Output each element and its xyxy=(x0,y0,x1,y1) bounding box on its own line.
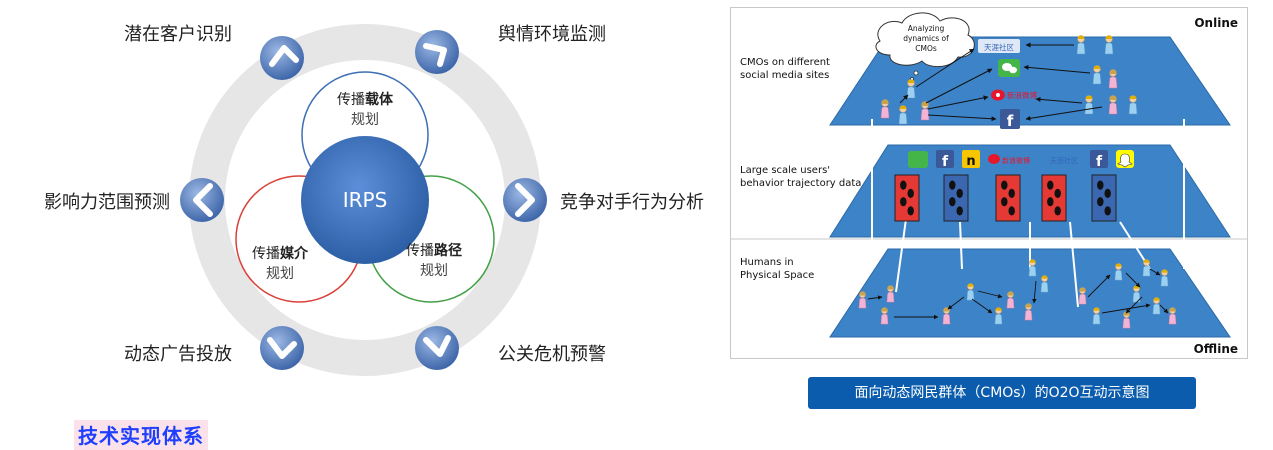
carrier-title-bold: 载体 xyxy=(365,91,394,108)
svg-text:f: f xyxy=(1007,112,1014,130)
section-title: 技术实现体系 xyxy=(74,420,208,450)
path-title-normal: 传播 xyxy=(406,243,434,259)
svg-text:天涯社区: 天涯社区 xyxy=(1050,156,1078,165)
chevron-node-right xyxy=(503,178,547,222)
svg-text:f: f xyxy=(942,154,949,170)
svg-text:传播路径: 传播路径 xyxy=(406,242,462,259)
center-label: IRPS xyxy=(343,188,388,212)
svg-text:CMOs on different social: CMOs on different social media sites xyxy=(740,57,833,81)
svg-text:新浪微博: 新浪微博 xyxy=(1002,156,1030,165)
svg-text:传播载体: 传播载体 xyxy=(337,91,394,108)
function-label-2: 舆情环境监测 xyxy=(498,24,606,45)
svg-text:传播媒介: 传播媒介 xyxy=(252,245,309,262)
chevron-left-icon xyxy=(193,183,213,217)
media-title-normal: 传播 xyxy=(252,246,280,262)
svg-text:f: f xyxy=(1096,154,1103,170)
wechat-icon xyxy=(998,59,1020,77)
diagram-caption: 面向动态网民群体（CMOs）的O2O互动示意图 xyxy=(808,377,1196,409)
facebook-icon xyxy=(1090,150,1108,168)
svg-text:n: n xyxy=(966,154,975,169)
carrier-title-normal: 传播 xyxy=(337,92,365,108)
svg-text:新浪微博: 新浪微博 xyxy=(1007,90,1037,100)
center-irps-circle xyxy=(301,136,429,264)
carrier-sub: 规划 xyxy=(351,112,379,128)
path-title-bold: 路径 xyxy=(434,242,462,259)
svg-text:Large scale users' behav: Large scale users' behavior trajectory d… xyxy=(740,165,861,189)
layer-bottom-label-2: Physical Space xyxy=(740,270,814,281)
chevron-icon xyxy=(423,335,451,357)
offline-label: Offline xyxy=(1194,342,1238,356)
function-label-1: 潜在客户识别 xyxy=(124,24,232,45)
tianya-badge: 天涯社区 xyxy=(978,39,1020,53)
o2o-diagram: Online Offline CMOs on different social … xyxy=(730,7,1248,359)
irps-diagram: IRPS 传播载体 规划 传播媒介 规划 传播路径 规划 xyxy=(44,24,704,376)
cloud-line-2: dynamics of xyxy=(903,34,949,43)
chevron-node-bottom-left xyxy=(260,326,304,370)
chevron-icon xyxy=(423,43,447,67)
weibo-icon xyxy=(988,154,1000,164)
media-title-bold: 媒介 xyxy=(279,245,309,262)
chevron-right-icon xyxy=(515,183,535,217)
layer-mid-label-1: Large scale users' xyxy=(740,165,830,176)
layer-top-label-1: CMOs on different xyxy=(740,57,830,68)
facebook-icon xyxy=(936,150,954,168)
analysis-cloud: Analyzing dynamics of CMOs xyxy=(875,12,975,81)
function-label-4: 公关危机预警 xyxy=(498,344,606,365)
function-label-6: 影响力范围预测 xyxy=(44,192,170,213)
layer-bottom-label-1: Humans in xyxy=(740,257,794,268)
chevron-node-top-left xyxy=(260,36,304,80)
trajectory-platforms: f n 新浪微博 天涯社区 f xyxy=(908,150,1134,170)
svg-text:天涯社区: 天涯社区 xyxy=(984,42,1014,52)
trajectory-cards xyxy=(894,174,1117,222)
online-label: Online xyxy=(1194,16,1238,30)
cloud-line-3: CMOs xyxy=(915,44,937,53)
wechat-icon xyxy=(908,151,928,168)
physical-arrows xyxy=(867,268,1169,320)
media-sub: 规划 xyxy=(266,266,294,282)
chevron-node-bottom-right xyxy=(415,326,459,370)
chevron-icon xyxy=(267,337,297,359)
cloud-line-1: Analyzing xyxy=(908,24,945,33)
path-sub: 规划 xyxy=(420,263,448,279)
plane-connectors xyxy=(871,119,1185,308)
svg-text:Humans in Physical Space: Humans in Physical Space xyxy=(740,257,814,281)
chevron-node-left xyxy=(180,178,224,222)
renren-icon xyxy=(962,150,980,168)
physical-plane xyxy=(829,248,1231,338)
online-arrows xyxy=(899,42,1103,122)
function-label-3: 竞争对手行为分析 xyxy=(560,192,704,213)
chevron-icon xyxy=(269,45,299,67)
facebook-icon: f xyxy=(1000,109,1020,130)
layer-mid-label-2: behavior trajectory data xyxy=(740,178,861,189)
weibo-badge: 新浪微博 xyxy=(991,89,1037,101)
chevron-node-top-right xyxy=(415,30,459,74)
layer-top-label-2: social media sites xyxy=(740,70,829,81)
function-label-5: 动态广告投放 xyxy=(124,344,232,365)
